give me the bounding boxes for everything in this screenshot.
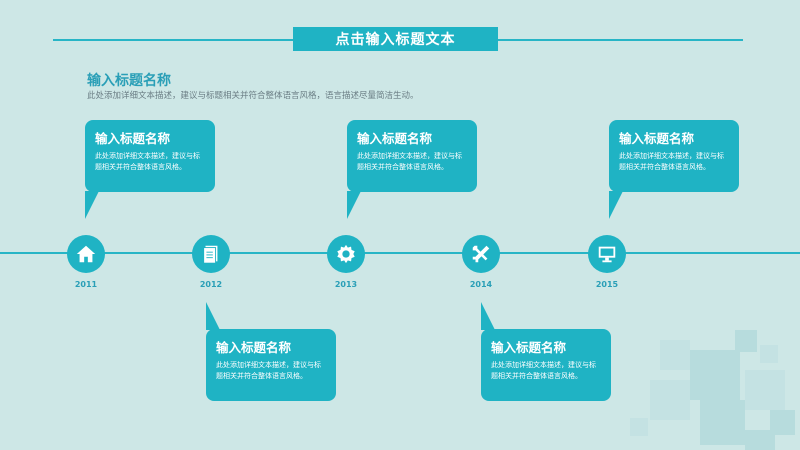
- decor-square: [660, 340, 690, 370]
- header-line-left: [53, 39, 293, 41]
- milestone-2015[interactable]: [588, 235, 626, 273]
- decor-square: [650, 380, 690, 420]
- bubble-text: 此处添加详细文本描述，建议与标题相关并符合整体语言风格。: [216, 361, 321, 380]
- milestone-2012[interactable]: [192, 235, 230, 273]
- bubble-title: 输入标题名称: [357, 131, 433, 146]
- decor-square: [630, 418, 648, 436]
- tools-icon: [472, 245, 490, 263]
- bubble-text: 此处添加详细文本描述，建议与标题相关并符合整体语言风格。: [95, 152, 200, 171]
- year-label: 2011: [74, 280, 98, 289]
- year-label: 2015: [595, 280, 619, 289]
- gear-icon: [337, 244, 355, 264]
- bubble-pointer: [347, 191, 361, 219]
- home-icon: [76, 245, 96, 263]
- year-label: 2012: [199, 280, 223, 289]
- callout-bubble-2013: 输入标题名称 此处添加详细文本描述，建议与标题相关并符合整体语言风格。: [347, 120, 477, 192]
- bubble-title: 输入标题名称: [619, 131, 695, 146]
- bubble-pointer: [206, 302, 220, 330]
- intro-title: 输入标题名称: [87, 73, 171, 89]
- bubble-title: 输入标题名称: [216, 340, 292, 355]
- monitor-icon: [598, 246, 616, 263]
- year-label: 2013: [334, 280, 358, 289]
- header-title: 点击输入标题文本: [293, 27, 498, 51]
- intro-description: 此处添加详细文本描述，建议与标题相关并符合整体语言风格，语言描述尽量简洁生动。: [87, 91, 419, 101]
- callout-bubble-2014: 输入标题名称 此处添加详细文本描述，建议与标题相关并符合整体语言风格。: [481, 329, 611, 401]
- bubble-pointer: [85, 191, 99, 219]
- decor-square: [760, 345, 778, 363]
- year-label: 2014: [469, 280, 493, 289]
- milestone-2013[interactable]: [327, 235, 365, 273]
- bubble-text: 此处添加详细文本描述，建议与标题相关并符合整体语言风格。: [357, 152, 462, 171]
- bubble-title: 输入标题名称: [491, 340, 567, 355]
- callout-bubble-2012: 输入标题名称 此处添加详细文本描述，建议与标题相关并符合整体语言风格。: [206, 329, 336, 401]
- callout-bubble-2015: 输入标题名称 此处添加详细文本描述，建议与标题相关并符合整体语言风格。: [609, 120, 739, 192]
- milestone-2011[interactable]: [67, 235, 105, 273]
- bubble-pointer: [481, 302, 495, 330]
- header-line-right: [498, 39, 743, 41]
- decor-square: [700, 400, 745, 445]
- decor-square: [735, 330, 757, 352]
- documents-icon: [203, 245, 218, 264]
- milestone-2014[interactable]: [462, 235, 500, 273]
- decor-square: [690, 350, 740, 400]
- bubble-pointer: [609, 191, 623, 219]
- timeline-axis: [0, 252, 800, 254]
- decor-square: [745, 430, 775, 450]
- decor-square: [745, 370, 785, 410]
- bubble-text: 此处添加详细文本描述，建议与标题相关并符合整体语言风格。: [491, 361, 596, 380]
- callout-bubble-2011: 输入标题名称 此处添加详细文本描述，建议与标题相关并符合整体语言风格。: [85, 120, 215, 192]
- bubble-title: 输入标题名称: [95, 131, 171, 146]
- bubble-text: 此处添加详细文本描述，建议与标题相关并符合整体语言风格。: [619, 152, 724, 171]
